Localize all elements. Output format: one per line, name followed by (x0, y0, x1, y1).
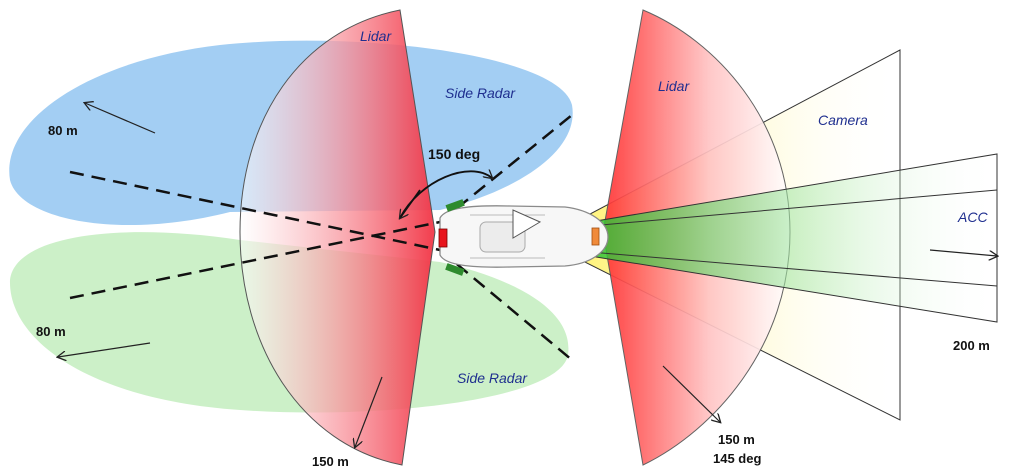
range-arrows (58, 103, 997, 447)
windshield-icon (512, 209, 542, 239)
range-150-front-label: 150 m (718, 432, 755, 447)
angle-145-label: 145 deg (713, 451, 761, 466)
angle-150-label: 150 deg (428, 146, 480, 162)
camera-label: Camera (818, 112, 868, 128)
lidar-rear-zone (239, 9, 436, 466)
side-sensor-green-bottom (445, 263, 465, 276)
front-sensor-orange (591, 227, 600, 246)
side-radar-bottom-label: Side Radar (457, 370, 528, 386)
range-80-top-label: 80 m (48, 123, 78, 138)
acc-zone (590, 154, 997, 322)
car-top-view (438, 199, 609, 276)
range-150-rear-label: 150 m (312, 454, 349, 469)
lidar-front-label: Lidar (658, 78, 690, 94)
range-200-label: 200 m (953, 338, 990, 353)
side-sensor-green-top (445, 199, 465, 212)
acc-beam-line (589, 189, 998, 227)
acc-outline (589, 153, 998, 323)
acc-label: ACC (957, 209, 988, 225)
angle-arc-arrow-start (400, 189, 421, 218)
lidar-rear-label: Lidar (360, 28, 392, 44)
acc-beam-line (589, 251, 998, 287)
rear-sensor-red (438, 228, 448, 248)
range-80-bottom-label: 80 m (36, 324, 66, 339)
side-radar-top-label: Side Radar (445, 85, 516, 101)
